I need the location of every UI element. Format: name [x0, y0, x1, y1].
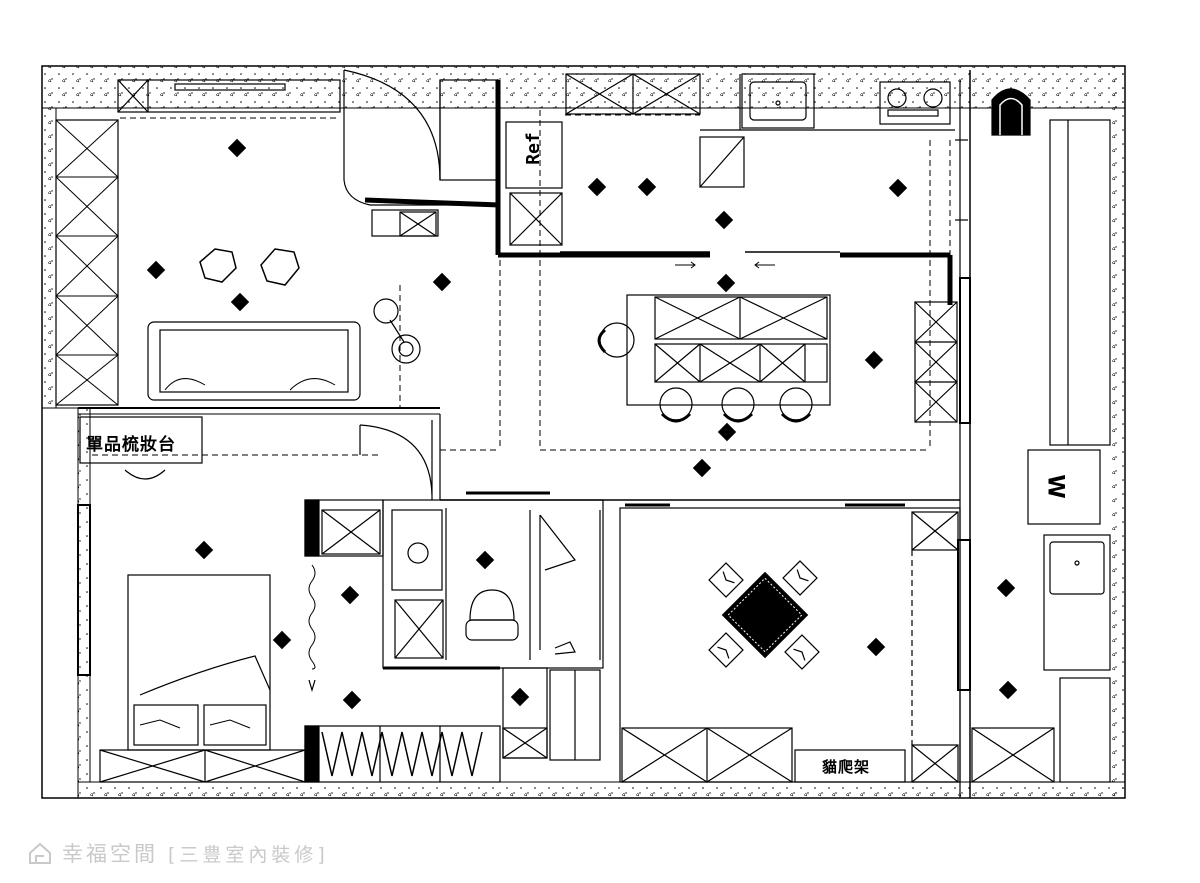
bathroom	[382, 491, 960, 761]
bedroom	[77, 499, 501, 783]
watermark-brand: 幸福空間	[62, 842, 158, 866]
refrigerator-label: Ref	[522, 132, 544, 165]
watermark-designer: [三豊室內裝修]	[168, 843, 329, 866]
living-room	[55, 79, 421, 406]
laundry-corridor	[955, 70, 1111, 798]
ceiling-light-markers	[146, 138, 1018, 710]
dining-room	[619, 503, 961, 783]
watermark: 幸福空間 [三豊室內裝修]	[28, 838, 329, 868]
exterior-walls	[41, 65, 1126, 799]
vanity-label: 單品梳妝台	[86, 435, 176, 455]
kitchen	[505, 73, 971, 424]
house-logo-icon	[29, 842, 51, 864]
cat-climbing-frame-label: 貓爬架	[822, 758, 871, 776]
interior-walls	[78, 69, 953, 500]
washer-label: W	[1042, 474, 1068, 499]
